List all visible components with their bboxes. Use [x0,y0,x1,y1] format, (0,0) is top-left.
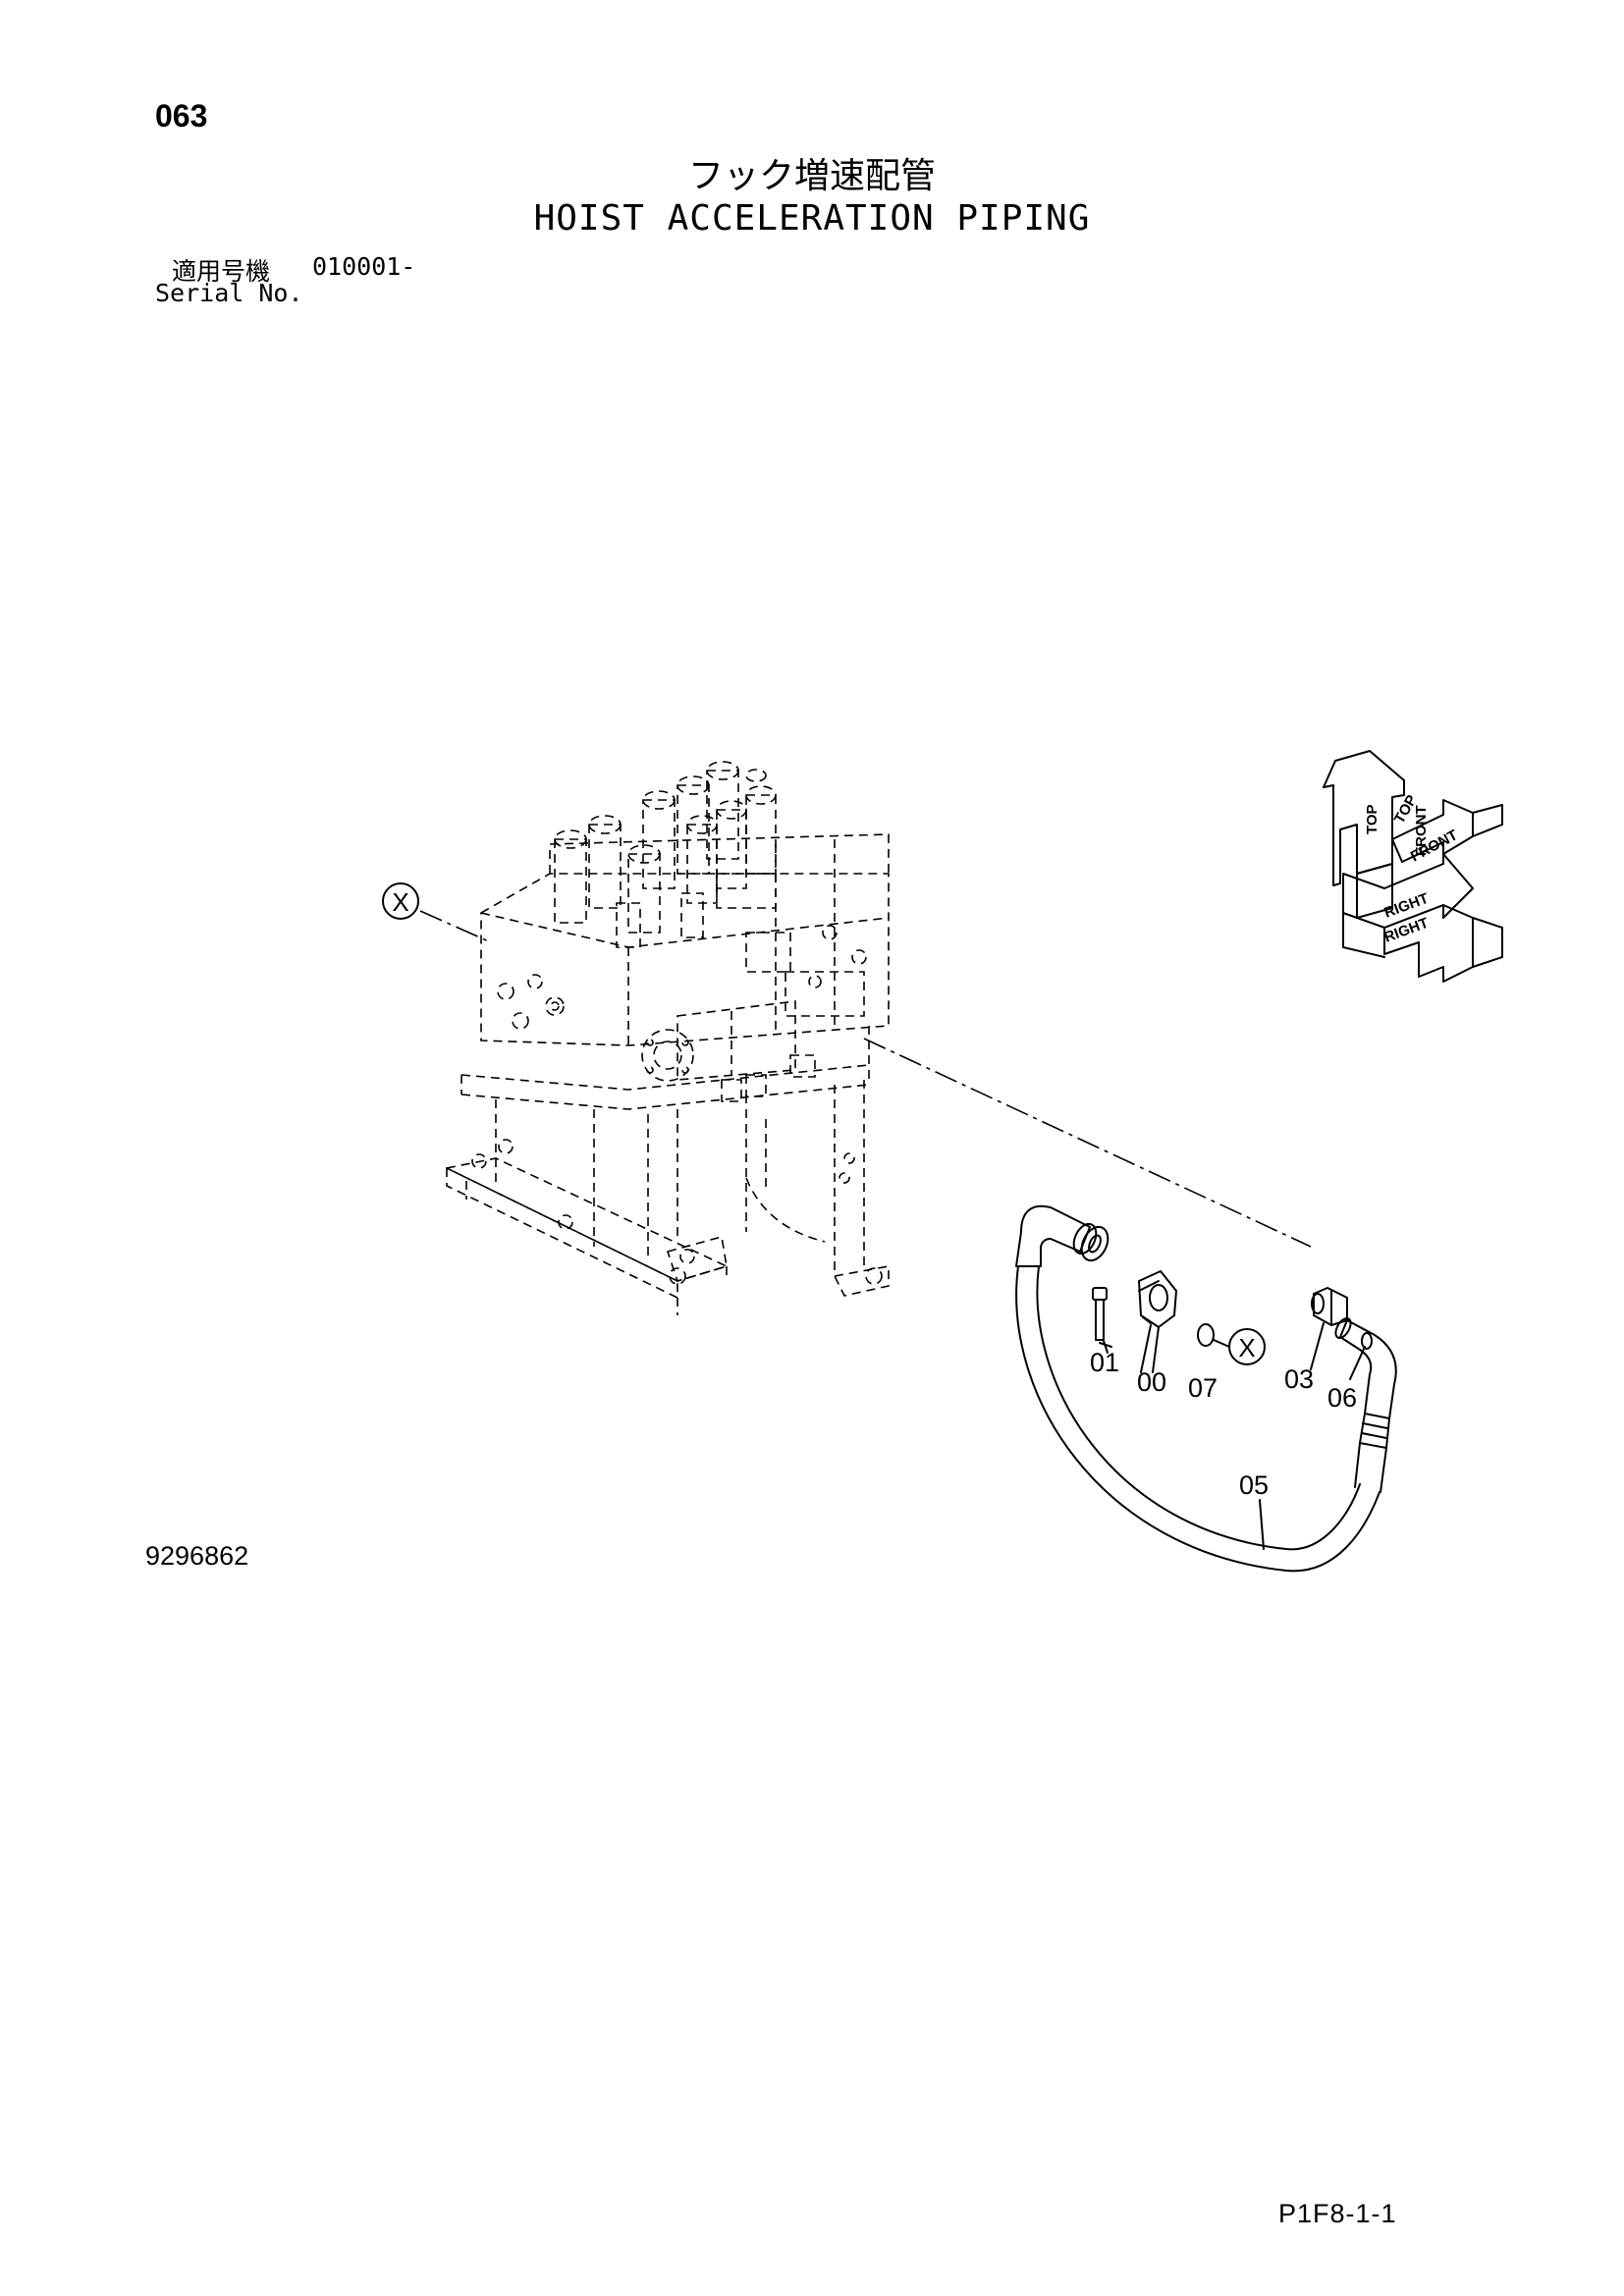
callout-06: 06 [1327,1383,1357,1413]
callout-00: 00 [1137,1367,1166,1397]
callout-labels: 01 00 07 03 06 05 [1090,1348,1357,1500]
title-english: HOIST ACCELERATION PIPING [533,198,1091,239]
callout-07: 07 [1188,1373,1218,1403]
page-number: 063 [155,98,208,133]
callout-01: 01 [1090,1348,1119,1377]
callout-05: 05 [1239,1470,1269,1500]
center-line-right [863,1038,1312,1248]
direction-front-label-2: FRONT [1413,805,1430,856]
title-japanese: フック増速配管 [687,156,936,196]
leader-lines [1099,1322,1366,1550]
spool-caps [554,761,777,948]
view-marker-x-label: X [392,887,408,917]
center-line-left [419,910,492,943]
part-07-o-ring [1197,1323,1215,1347]
part-00-split-flange [1138,1270,1177,1328]
view-marker-x: X [382,882,419,920]
callout-03: 03 [1284,1364,1314,1394]
view-marker-x-2: X [1228,1328,1266,1365]
sheet-code: P1F8-1-1 [1278,2199,1397,2228]
part-03-adapter [1311,1287,1348,1326]
hose-assembly [1015,1204,1397,1573]
serial-label-japanese: 適用号機 [172,257,271,286]
direction-top-label: TOP [1364,804,1380,834]
view-marker-x-2-label: X [1238,1333,1255,1362]
serial-label-english: Serial No. [155,279,303,307]
figure-number: 9296862 [145,1541,249,1571]
serial-range: 010001- [312,252,416,281]
control-valve-assembly [444,761,890,1315]
part-01-bolt [1092,1287,1108,1341]
direction-indicator: TOP TOP FRONT FRONT RIGHT RIGHT [1323,750,1503,983]
part-06-o-ring [1361,1332,1373,1350]
